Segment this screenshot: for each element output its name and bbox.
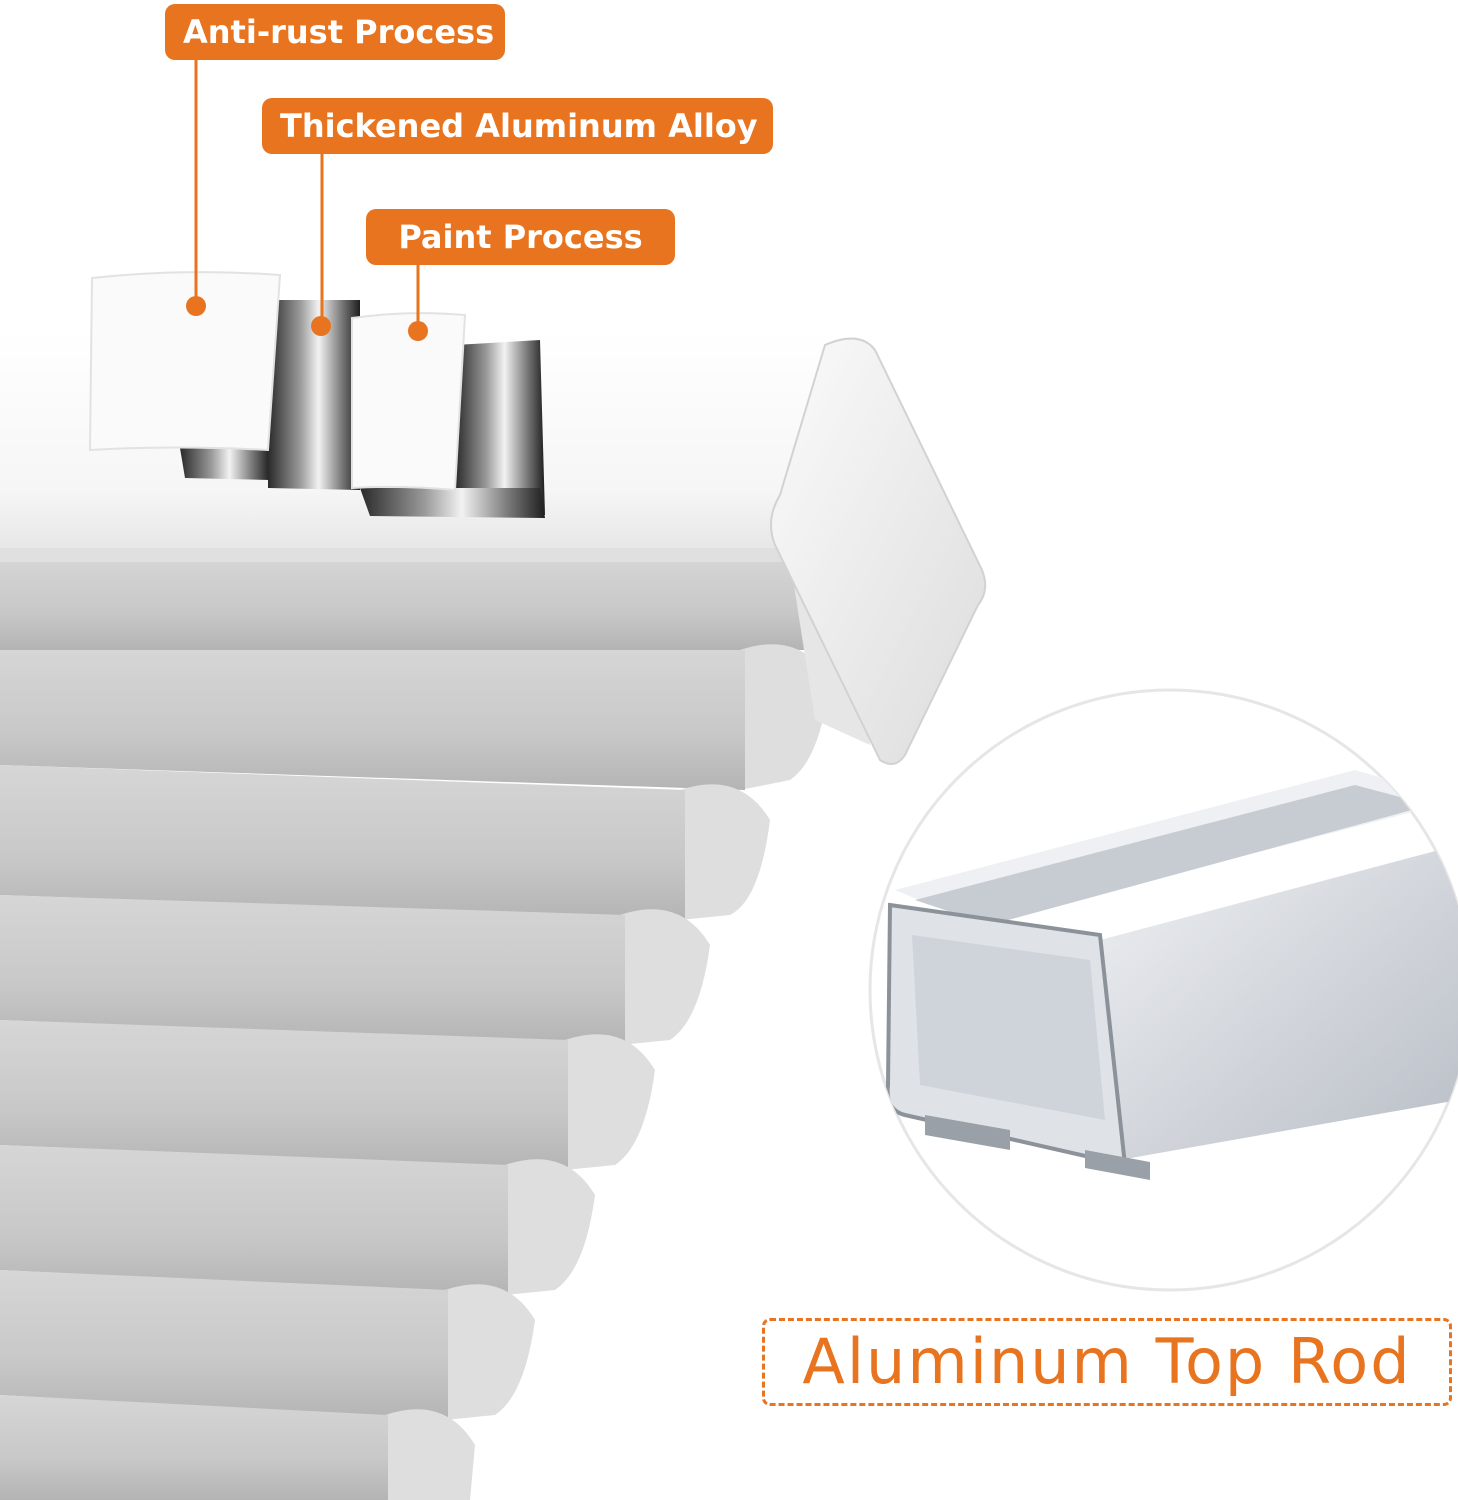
pleat-edge [385,1409,475,1500]
paint-layer [351,312,467,492]
leader-dot-aluminum [311,316,331,336]
metal-band [180,448,270,480]
pleat [0,1020,568,1170]
pleat-edge [620,909,710,1045]
layer-cutaway [88,271,545,518]
pleat [0,555,840,650]
pleat-edge [680,784,770,920]
inner-metal-layer [455,340,545,515]
pleat [0,650,745,790]
pleat [0,1145,508,1295]
pleat [0,1270,448,1420]
pleat-edge [505,1159,595,1295]
rod-lip [925,1115,1010,1150]
aluminum-rod [885,770,1458,1180]
pleat [0,895,625,1045]
fabric-pleats [0,555,840,1500]
rod-side [1100,845,1458,1160]
callout-anti-rust-process: Anti-rust Process [165,4,505,60]
pleat-edge [740,644,830,790]
rod-interior [912,935,1105,1120]
callout-thickened-aluminum-alloy: Thickened Aluminum Alloy [262,98,773,154]
aluminum-top-rod-label: Aluminum Top Rod [762,1318,1452,1406]
metal-band [360,488,545,518]
rod-groove [915,785,1430,925]
pleat [0,1395,388,1500]
callout-paint-process: Paint Process [366,209,675,265]
detail-circle [868,688,1458,1292]
pleat-edge [565,1034,655,1170]
aluminum-alloy-layer [268,300,360,490]
headrail-underside [0,548,795,562]
end-cap [770,337,987,765]
pleat-edge [445,1284,535,1420]
leader-dot-paint [408,321,428,341]
leader-dot-anti-rust [186,296,206,316]
rod-lip [1085,1150,1150,1180]
callout-leaders [186,58,428,341]
anti-rust-layer [88,271,282,452]
pleat [0,765,685,920]
